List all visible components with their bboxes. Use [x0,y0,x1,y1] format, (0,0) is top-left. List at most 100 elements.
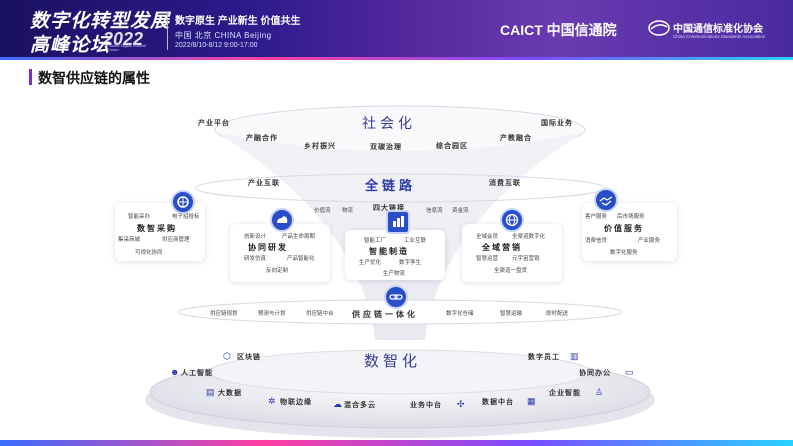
procurement-item-2: 电子招投标 [172,214,200,220]
industry-internet-label: 产业互联 [248,180,280,187]
value-service-card: 价值服务 客户服务 后市场服务 消费信贷 产业服务 数字化服务 [582,203,677,261]
integration-item-1: 供应链规划 [210,311,238,317]
social-layer-title: 社会化 [362,115,416,131]
flow-info: 信息流 [426,208,443,214]
value-item-4: 产业服务 [638,238,661,244]
data-platform-icon: ▦ [527,396,536,406]
header-divider [167,12,168,50]
manufacturing-title: 智能制造 [369,247,409,256]
manufacturing-item-4: 数字孪生 [399,260,422,266]
integration-item-5: 智慧运输 [500,311,523,317]
flow-value: 价值流 [314,208,331,214]
integration-item-4: 数字化仓储 [446,311,474,317]
four-links-label: 四大链接 [373,205,405,212]
base-item-blockchain: 区块链 [237,354,261,361]
marketing-item-2: 全渠道数字化 [512,234,546,240]
base-item-iot: 物联边缘 [280,399,312,406]
base-item-cloud: 混合多云 [344,402,376,409]
manufacturing-item-2: 工业互联 [404,238,427,244]
consumer-internet-label: 消费互联 [489,180,521,187]
base-item-office: 协同办公 [579,370,611,377]
forum-date: 2022/8/10-8/12 9:00-17:00 [175,42,258,49]
procurement-item-1: 智能采办 [128,214,151,220]
integration-title: 供应链一体化 [352,310,418,319]
section-accent-bar [29,69,32,85]
manufacturing-item-1: 智能工厂 [364,238,387,244]
forum-title-line2: 高峰论坛 [30,35,111,56]
rd-item-1: 创新设计 [244,234,267,240]
hybrid-cloud-icon: ☁ [333,399,342,409]
rd-title: 协同研发 [248,243,288,252]
ccsa-logo: 中国通信标准化协会 [673,24,763,35]
ccsa-logo-icon [648,20,670,36]
section-title: 数智供应链的属性 [38,70,150,86]
marketing-icon [500,208,524,232]
social-item-7: 国际业务 [541,120,573,127]
procurement-item-4: 供应商管理 [162,237,190,243]
rd-item-4: 产品智能化 [287,256,315,262]
integration-item-2: 预测与计划 [258,311,286,317]
enterprise-ai-icon: ♙ [595,387,604,397]
social-item-6: 产教融合 [500,135,532,142]
marketing-item-1: 全域会员 [476,234,499,240]
procurement-item-3: 集采商城 [118,237,141,243]
social-item-1: 产业平台 [198,120,230,127]
forum-slogan: 数字原生 产业新生 价值共生 [175,16,301,27]
procurement-card: 数智采购 智能采办 电子招投标 集采商城 供应商管理 可视化协同 [115,203,205,261]
value-service-icon [594,188,618,212]
social-item-5: 综合园区 [436,143,468,150]
fullchain-title: 全链路 [365,178,417,193]
business-platform-icon: ✣ [457,399,465,409]
caict-logo: CAICT 中国信通院 [500,22,617,38]
base-item-enterprise-ai: 企业智能 [549,390,581,397]
base-item-ai: 人工智能 [181,370,213,377]
marketing-card: 全域营销 全域会员 全渠道数字化 智慧运营 元宇宙营销 全渠道一盘货 [462,224,562,282]
forum-year: 2022 [103,29,144,49]
rd-item-3: 研发仿真 [244,256,267,262]
base-item-bigdata: 大数据 [218,390,242,397]
rd-card: 协同研发 创新设计 产品生命周期 研发仿真 产品智能化 反向定制 [230,224,330,282]
procurement-item-5: 可视化协同 [135,250,163,256]
marketing-item-4: 元宇宙营销 [512,256,540,262]
social-item-2: 产融合作 [246,135,278,142]
value-item-5: 数字化服务 [610,250,638,256]
digital-base-title: 数智化 [364,353,422,370]
footer-bar [0,440,793,446]
procurement-title: 数智采购 [137,224,177,233]
marketing-title: 全域营销 [482,243,522,252]
social-item-4: 双碳治理 [370,144,402,151]
ccsa-logo-en: China Communications Standards Associati… [673,34,766,39]
digital-employee-icon: ▥ [570,351,579,361]
base-item-business-platform: 业务中台 [410,402,442,409]
forum-location: 中国 北京 CHINA Beijing [175,31,272,40]
flow-capital: 资金流 [452,208,469,214]
ai-icon: ☻ [170,367,180,377]
rd-icon [270,208,294,232]
flow-logistics: 物流 [342,208,354,214]
forum-subtitle-en: Pooled Digital Summit Forum [107,43,147,52]
integration-icon [384,285,408,309]
integration-item-6: 即时配送 [546,311,569,317]
value-item-3: 消费信贷 [585,238,608,244]
manufacturing-icon [386,210,410,234]
manufacturing-card: 智能制造 智能工厂 工业互联 生产优化 数字孪生 生产物流 [345,230,445,280]
rd-item-2: 产品生命周期 [282,234,316,240]
blockchain-icon: ⬡ [223,351,231,361]
base-item-data-platform: 数据中台 [482,399,514,406]
iot-edge-icon: ✲ [268,396,276,406]
value-service-title: 价值服务 [604,224,644,233]
marketing-item-5: 全渠道一盘货 [494,268,528,274]
manufacturing-item-3: 生产优化 [359,260,382,266]
value-item-2: 后市场服务 [617,214,645,220]
bigdata-icon: ▤ [206,387,215,397]
manufacturing-item-5: 生产物流 [383,271,406,277]
integration-item-3: 供应链中台 [306,311,334,317]
base-item-digital-employee: 数字员工 [528,354,560,361]
office-icon: ▭ [625,367,634,377]
header-banner: 数字化转型发展 高峰论坛 2022 Pooled Digital Summit … [0,0,793,60]
forum-title-line1: 数字化转型发展 [30,11,171,32]
value-item-1: 客户服务 [585,214,608,220]
social-item-3: 乡村振兴 [304,143,336,150]
rd-item-5: 反向定制 [266,268,289,274]
marketing-item-3: 智慧运营 [476,256,499,262]
